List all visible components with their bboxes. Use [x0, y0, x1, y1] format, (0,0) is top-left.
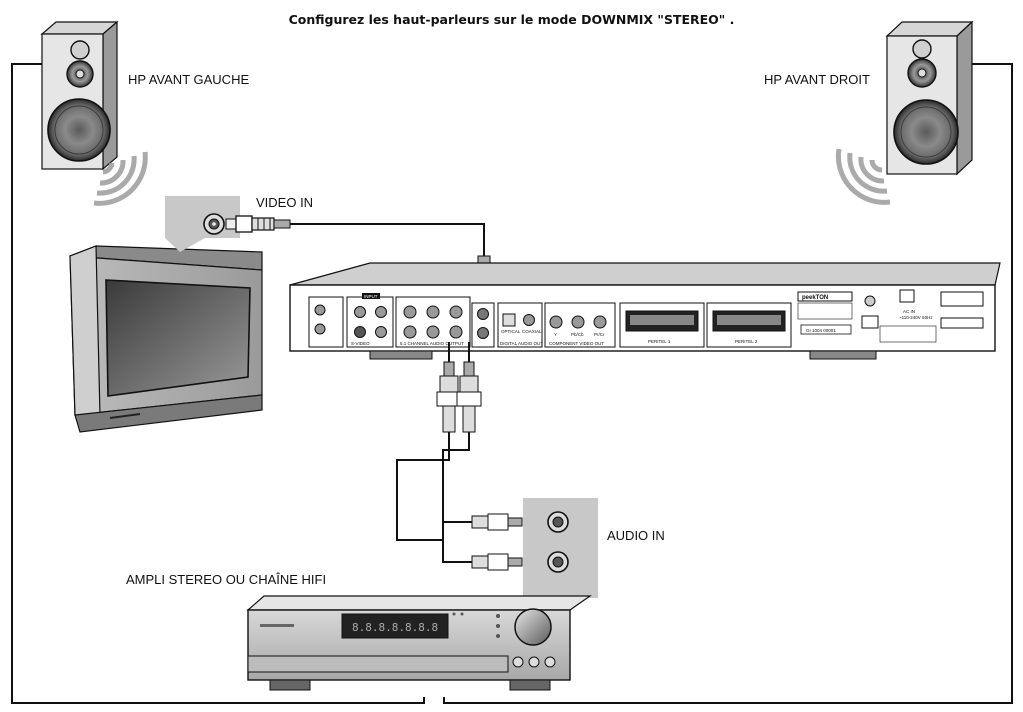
- sound-waves-right: [835, 148, 891, 205]
- optical-label: OPTICAL: [501, 329, 521, 334]
- speaker-right: [885, 20, 974, 176]
- coaxial-label: COAXIAL: [522, 329, 542, 334]
- video-in-panel: [165, 196, 240, 252]
- speaker-wire-left: [11, 63, 425, 704]
- peritel1-label: PERITEL 1: [648, 339, 671, 344]
- speaker-left-label: HP AVANT GAUCHE: [128, 72, 250, 87]
- page-title: Configurez les haut-parleurs sur le mode…: [288, 12, 735, 27]
- comp-pb-label: Pb/Cb: [571, 332, 584, 337]
- brand-label: peekTON: [802, 295, 828, 301]
- audio-cable: [396, 432, 472, 563]
- amp-display: 8.8.8.8.8.8.8: [352, 621, 438, 634]
- television: [69, 245, 263, 433]
- video-in-label: VIDEO IN: [256, 195, 314, 210]
- audio-plugs-amplifier: [471, 513, 523, 571]
- speaker-left: [40, 20, 119, 171]
- audio-in-panel: [523, 498, 598, 620]
- ac-in-label: AC IN: [903, 309, 915, 314]
- audio-in-label: AUDIO IN: [607, 528, 665, 543]
- comp-y-label: Y: [554, 332, 557, 337]
- dvd-player: INPUT S-VIDEO 5.1 CHANNEL AUDIO OUTPUT O…: [289, 262, 1001, 360]
- voltage-label: ~110-240V 50Hz: [899, 315, 933, 320]
- component-label: COMPONENT VIDEO OUT: [549, 341, 604, 346]
- peritel2-label: PERITEL 2: [735, 339, 758, 344]
- digital-audio-label: DIGITAL AUDIO OUT: [500, 341, 543, 346]
- serial-label: GI 1004 00001: [806, 328, 836, 333]
- amplifier: 8.8.8.8.8.8.8: [246, 595, 592, 691]
- sound-waves-left: [93, 151, 148, 206]
- amplifier-label: AMPLI STEREO OU CHAÎNE HIFI: [126, 572, 327, 587]
- comp-pr-label: Pr/Cr: [594, 332, 605, 337]
- audio-plugs-player: [436, 342, 482, 433]
- input-label: INPUT: [364, 294, 378, 299]
- svideo-label: S-VIDEO: [351, 341, 370, 346]
- speaker-wire-right: [443, 63, 1013, 704]
- channel-audio-label: 5.1 CHANNEL AUDIO OUTPUT: [400, 341, 464, 346]
- speaker-right-label: HP AVANT DROIT: [764, 72, 870, 87]
